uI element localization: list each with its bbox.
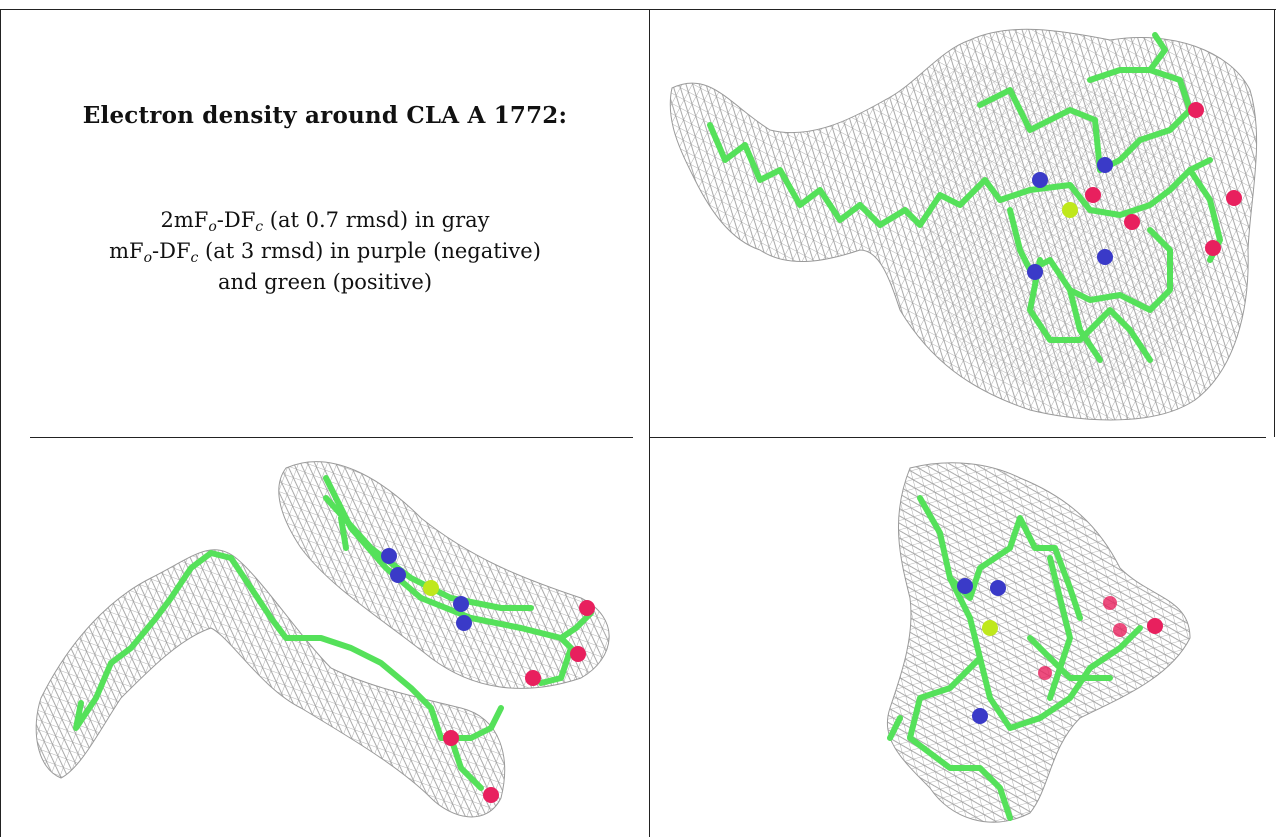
legend-sub: c	[255, 219, 264, 235]
left-rule	[0, 9, 1, 837]
caption-cell: Electron density around CLA A 1772: 2mFo…	[1, 10, 649, 437]
legend-sub: o	[143, 250, 153, 266]
legend-sub: c	[190, 250, 199, 266]
top-rule	[0, 9, 1276, 10]
legend-sub: o	[208, 219, 217, 235]
molecule-view-3	[886, 462, 1191, 823]
density-view-top-right	[650, 10, 1274, 437]
middle-rule-right	[649, 437, 1266, 438]
figure-title: Electron density around CLA A 1772:	[82, 102, 568, 129]
atoms	[381, 548, 595, 803]
atoms	[1027, 102, 1242, 280]
density-view-bottom-left	[1, 438, 649, 837]
density-legend: 2mFo-DFc (at 0.7 rmsd) in gray mFo-DFc (…	[1, 205, 649, 298]
density-view-bottom-right	[650, 438, 1274, 837]
legend-line-positive: and green (positive)	[217, 270, 433, 294]
legend-text: 2mF	[160, 208, 209, 232]
right-rule	[1274, 9, 1275, 437]
legend-text: (at 3 rmsd) in purple (negative)	[198, 239, 541, 263]
atoms	[957, 578, 1163, 724]
carbon-skeleton	[707, 32, 1223, 363]
density-mesh	[886, 462, 1191, 823]
middle-rule-left	[30, 437, 633, 438]
carbon-skeleton	[73, 475, 594, 791]
legend-text: mF	[109, 239, 144, 263]
center-rule	[649, 9, 650, 837]
molecule-view-1	[669, 28, 1258, 421]
legend-line-2fo: 2mFo-DFc (at 0.7 rmsd) in gray	[1, 205, 649, 236]
carbon-skeleton	[887, 495, 1143, 821]
legend-line-fo: mFo-DFc (at 3 rmsd) in purple (negative)	[1, 236, 649, 267]
legend-text: -DF	[152, 239, 191, 263]
density-mesh	[669, 28, 1258, 421]
molecule-view-2	[35, 461, 610, 818]
legend-text: -DF	[216, 208, 256, 232]
legend-text: (at 0.7 rmsd) in gray	[263, 208, 490, 232]
